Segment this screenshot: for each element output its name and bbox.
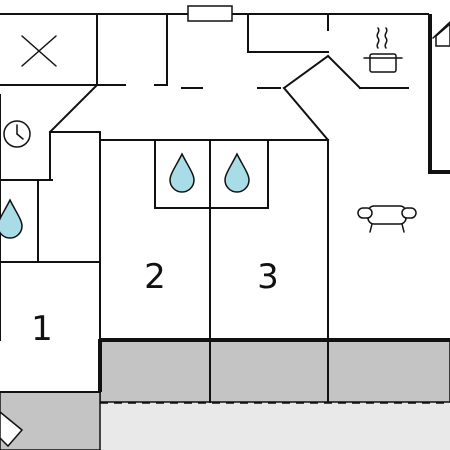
- terrace: [99, 339, 450, 403]
- terrace-entrance: [0, 391, 101, 450]
- wall: [282, 86, 330, 142]
- room-label-3: 3: [257, 257, 279, 297]
- room-label-2: 2: [144, 257, 166, 297]
- cooking-pot-icon: [363, 27, 403, 73]
- water-drop-icon: [169, 152, 195, 193]
- room-label-1: 1: [31, 309, 53, 349]
- water-drop-icon: [224, 152, 250, 193]
- house-icon: [432, 21, 450, 47]
- wall: [48, 83, 99, 134]
- wall: [282, 54, 330, 90]
- clock-icon: [3, 120, 31, 148]
- lawn-area: [100, 400, 450, 450]
- wall: [326, 54, 362, 90]
- sofa-icon: [357, 205, 417, 233]
- cross-icon: [21, 35, 57, 67]
- water-drop-icon: [0, 198, 23, 239]
- center-bathrooms: [154, 139, 269, 209]
- entrance-arrow-icon: [0, 411, 24, 448]
- window-top: [187, 5, 233, 22]
